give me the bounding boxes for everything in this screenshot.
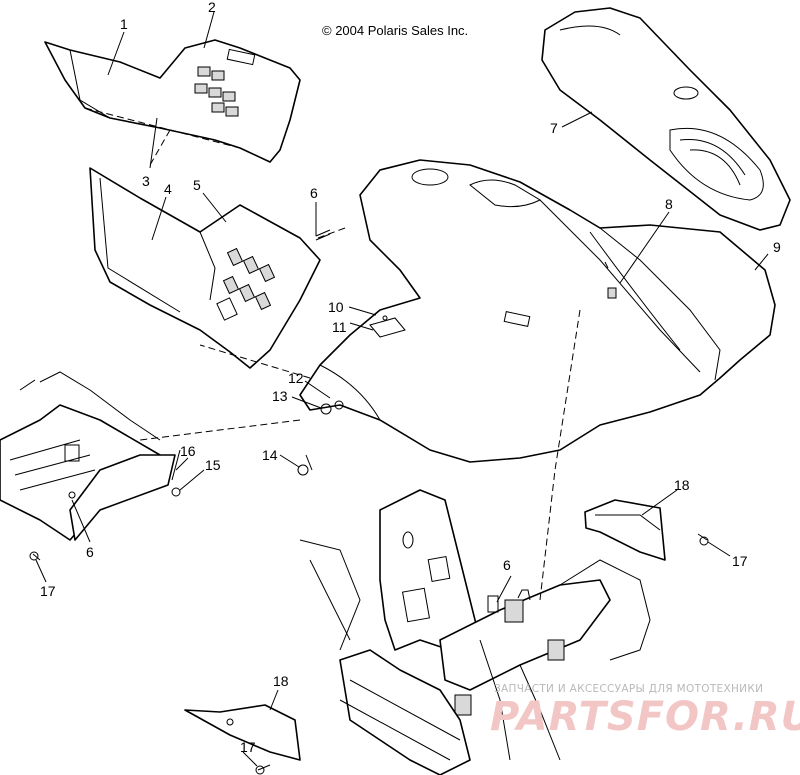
callout-7: 7 xyxy=(550,120,558,136)
part-4-5-side-panel xyxy=(89,167,321,369)
callout-11: 11 xyxy=(332,319,347,335)
callout-16: 16 xyxy=(180,443,196,459)
callout-2: 2 xyxy=(208,0,216,15)
callout-4: 4 xyxy=(164,181,172,197)
vehicle-frame xyxy=(299,489,651,775)
part-18-bottom-bracket xyxy=(184,704,301,761)
copyright-text: © 2004 Polaris Sales Inc. xyxy=(322,23,468,38)
callout-12: 12 xyxy=(288,370,304,386)
callout-6-upper: 6 xyxy=(310,185,318,201)
callout-3: 3 xyxy=(142,173,150,189)
watermark: ЗАПЧАСТИ И АКСЕССУАРЫ ДЛЯ МОТОТЕХНИКИ PA… xyxy=(490,683,800,740)
part-9-front-fender xyxy=(299,159,776,463)
callout-5: 5 xyxy=(193,177,201,193)
part-1-side-panel xyxy=(44,39,301,163)
callout-6-lower-left: 6 xyxy=(86,544,94,560)
watermark-brand: PARTSFOR.RU xyxy=(490,694,800,740)
part-11-13-details xyxy=(320,315,406,415)
callout-10: 10 xyxy=(328,299,344,315)
part-18-right-bracket xyxy=(584,499,666,561)
callout-14: 14 xyxy=(262,447,278,463)
callout-17-left: 17 xyxy=(40,583,56,599)
fasteners xyxy=(29,229,709,775)
callout-17-bottom: 17 xyxy=(240,739,256,755)
callout-18-right: 18 xyxy=(674,477,690,493)
part-8-bracket xyxy=(607,287,617,299)
callout-9: 9 xyxy=(773,239,781,255)
part-7-seat xyxy=(541,7,791,231)
callout-labels: 1 2 3 4 5 6 7 8 9 10 11 12 13 14 16 15 6… xyxy=(40,0,781,755)
footrest-panel xyxy=(0,371,176,541)
callout-13: 13 xyxy=(272,388,288,404)
callout-17-right: 17 xyxy=(732,553,748,569)
callout-18-bottom: 18 xyxy=(273,673,289,689)
leader-lines xyxy=(35,11,769,767)
callout-1: 1 xyxy=(120,16,128,32)
watermark-tagline: ЗАПЧАСТИ И АКСЕССУАРЫ ДЛЯ МОТОТЕХНИКИ xyxy=(494,683,763,695)
callout-6-frame: 6 xyxy=(503,557,511,573)
callout-15: 15 xyxy=(205,457,221,473)
assembly-lines xyxy=(139,129,581,601)
callout-8: 8 xyxy=(665,196,673,212)
